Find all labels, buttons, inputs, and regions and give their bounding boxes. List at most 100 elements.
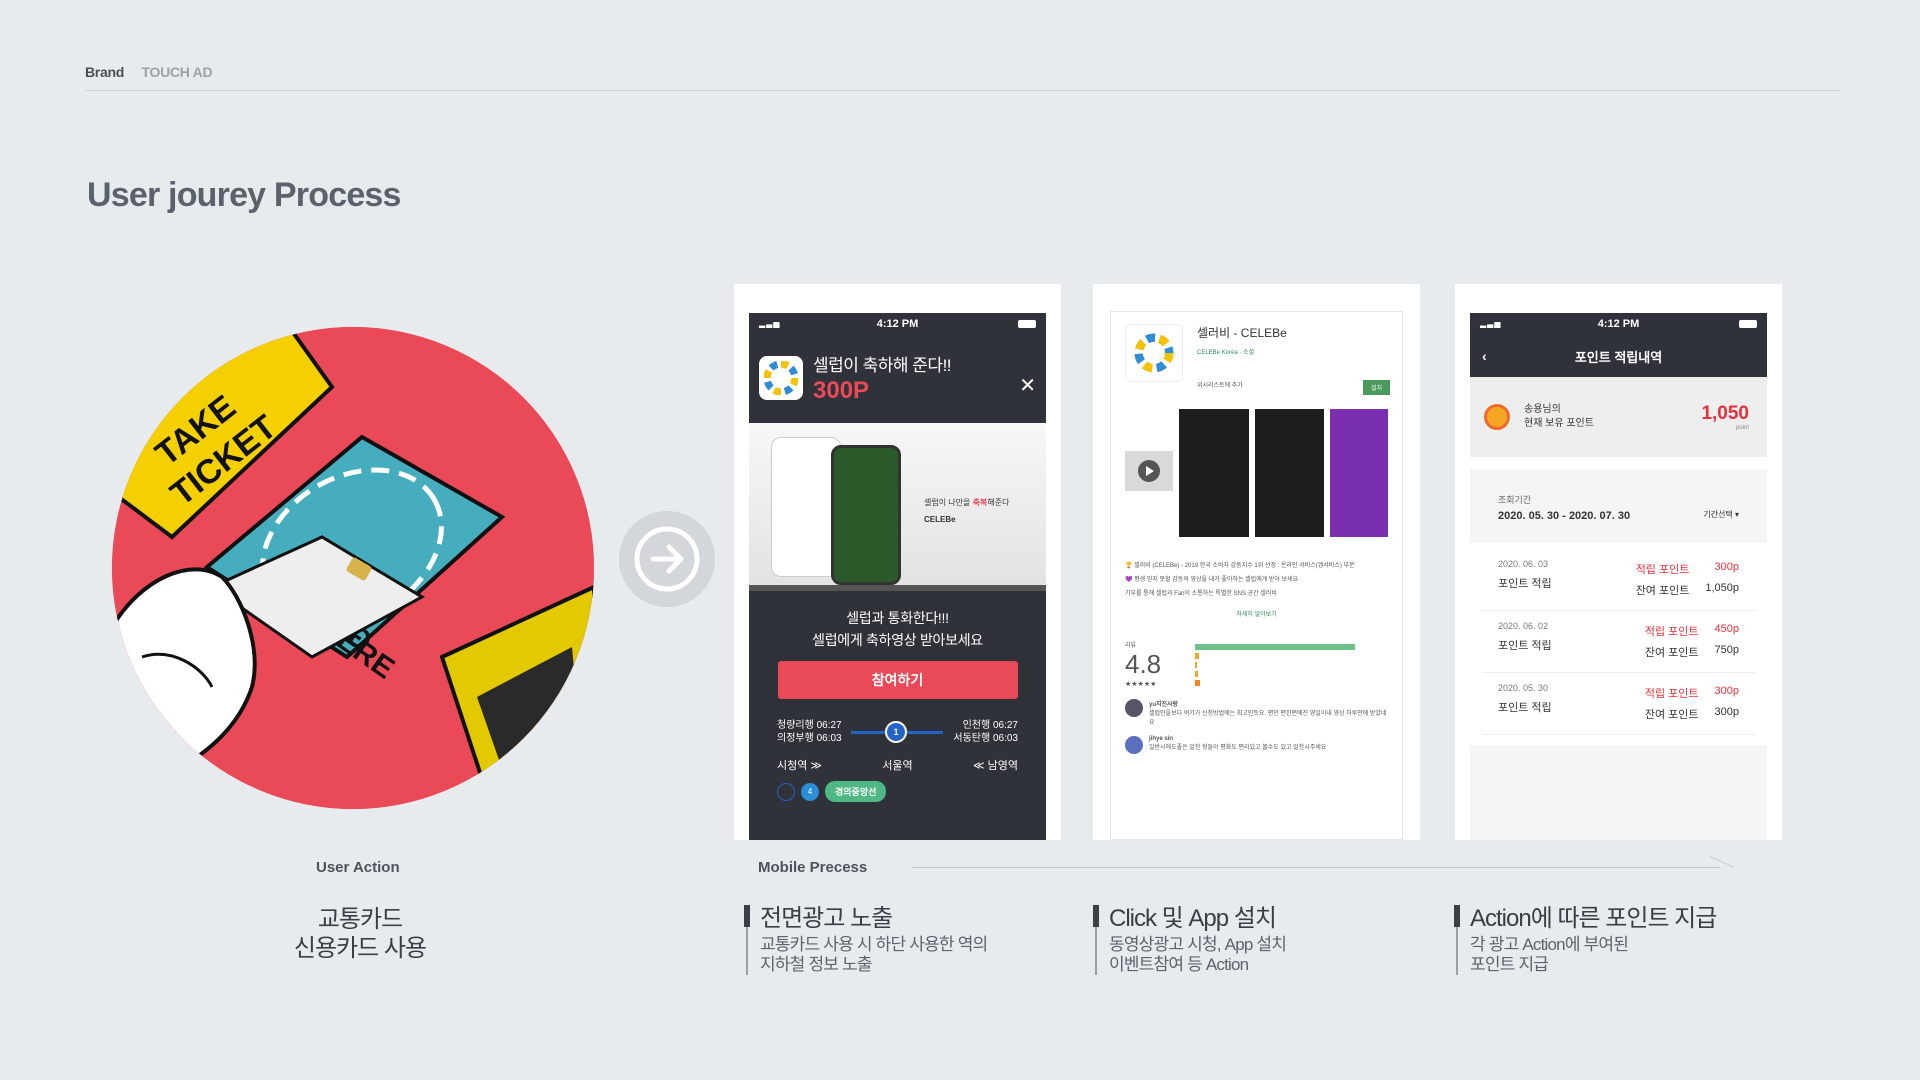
next-station: ≪ 남영역 — [973, 760, 1018, 772]
screenshots — [1111, 401, 1402, 541]
user-action-text: 교통카드 신용카드 사용 — [293, 906, 427, 962]
screenshot-1[interactable] — [1179, 409, 1249, 537]
review-item: yu지진사랑 셀럽인을보다 여기가 신청방법에는 최고인듯요. 편안 편한편에진… — [1111, 689, 1402, 726]
rating-label: 리뷰 — [1125, 643, 1137, 649]
line-chips: 4 경의중앙선 — [777, 781, 887, 802]
store-header: 셀러비 - CELEBe CELEBe Korea · 소셜 위시리스트에 추가… — [1111, 312, 1402, 401]
app-name: 셀러비 - CELEBe — [1197, 326, 1287, 340]
period-value: 2020. 05. 30 - 2020. 07. 30 — [1498, 510, 1631, 522]
close-icon[interactable]: ✕ — [1019, 375, 1036, 397]
rating-block: 리뷰 4.8 ★★★★★ — [1111, 618, 1402, 689]
reviewer-name: jihye sin — [1149, 736, 1174, 742]
status-bar: ▂▃▅ 4:12 PM — [1470, 313, 1767, 335]
line-chip-empty — [777, 782, 795, 801]
review-text: 셀럽인을보다 여기가 신청방법에는 최고인듯요. 편안 편한편에진 영일이내 영… — [1149, 711, 1387, 726]
phone-video-image — [831, 445, 901, 585]
step-ad-exposure: 전면광고 노출 교통카드 사용 시 하단 사용한 역의 지하철 정보 노출 — [743, 905, 988, 975]
timeline-divider — [912, 867, 1720, 868]
avatar — [1125, 736, 1143, 754]
read-more-link[interactable]: 자세히 알아보기 — [1236, 612, 1277, 618]
ad-body: 셀럽과 통화한다!!! 셀럽에게 축하영상 받아보세요 참여하기 — [749, 591, 1046, 699]
brand-name: TOUCH AD — [141, 64, 213, 80]
card-tap-illustration: TAKE TICKET TAP CARD HERE — [112, 327, 594, 809]
card-tap-drawing: TAKE TICKET TAP CARD HERE — [112, 327, 594, 809]
rating-bar-2 — [1195, 671, 1198, 677]
points-title: 포인트 적립내역 — [1574, 349, 1663, 365]
station-row: 시청역 ≫ 서울역 ≪ 남영역 — [777, 757, 1018, 773]
video-brand: CELEBe — [924, 515, 956, 524]
celebe-logo-icon — [759, 356, 803, 400]
ad-points: 300P — [813, 377, 870, 404]
rating-bar-4 — [1195, 653, 1199, 659]
points-screen: ▂▃▅ 4:12 PM ‹ 포인트 적립내역 송용님의 현재 보유 포인트 1,… — [1470, 313, 1767, 840]
summary-label: 송용님의 현재 보유 포인트 — [1524, 404, 1594, 429]
status-bar: ▂▃▅ 4:12 PM — [749, 313, 1046, 335]
points-header: ‹ 포인트 적립내역 — [1470, 335, 1767, 377]
line-chip-4: 4 — [801, 782, 819, 801]
wishlist-link[interactable]: 위시리스트에 추가 — [1197, 383, 1243, 389]
ad-body-line1: 셀럽과 통화한다!!! — [846, 610, 949, 626]
app-description: 🏆 셀러비 (CELEBe) - 2019 한국 소비자 감동지수 1위 선정 … — [1125, 563, 1355, 597]
brand-label: Brand — [85, 64, 124, 80]
rating-value: 4.8 — [1125, 649, 1162, 679]
coin-icon — [1484, 404, 1510, 430]
right-times: 인천행 06:27 서동탄행 06:03 — [953, 720, 1018, 744]
review-text: 일반시에도좋은 알찬 형들이 평화도 편리있고 볼수도 있고 알찬시주세요 — [1149, 745, 1327, 751]
line-number-badge: 1 — [885, 721, 907, 743]
timeline-tip — [1709, 856, 1734, 868]
balance-amount: 1,050 point — [1701, 403, 1749, 431]
brand-bar: Brand TOUCH AD — [85, 64, 1840, 91]
points-panel: ▂▃▅ 4:12 PM ‹ 포인트 적립내역 송용님의 현재 보유 포인트 1,… — [1455, 284, 1782, 840]
subway-info: 청량리행 06:27 의정부행 06:03 1 인천행 06:27 서동탄행 0… — [749, 719, 1046, 839]
video-caption: 셀럽이 나만을 축복해준다 — [924, 498, 1010, 507]
period-select[interactable]: 기간선택 ▾ — [1703, 510, 1739, 519]
app-developer: CELEBe Korea · 소셜 — [1197, 350, 1255, 356]
step-click-install: Click 및 App 설치 동영상광고 시청, App 설치 이벤트참여 등 … — [1092, 905, 1287, 975]
ad-body-line2: 셀럽에게 축하영상 받아보세요 — [812, 632, 983, 648]
status-time: 4:12 PM — [1597, 318, 1640, 330]
mobile-ad-panel: ▂▃▅ 4:12 PM 셀럽이 축하해 준다!! 300P ✕ 셀럽이 나만을 … — [734, 284, 1061, 840]
line-chip-label: 경의중앙선 — [825, 781, 887, 802]
rating-bar-5 — [1195, 644, 1355, 650]
app-store-panel: 셀러비 - CELEBe CELEBe Korea · 소셜 위시리스트에 추가… — [1093, 284, 1420, 840]
install-button[interactable]: 설치 — [1362, 380, 1390, 395]
screenshot-2[interactable] — [1254, 409, 1325, 537]
arrow-right-icon — [619, 511, 715, 607]
rating-bars — [1195, 644, 1355, 689]
signal-icon: ▂▃▅ — [759, 319, 781, 328]
rating-bar-3 — [1195, 662, 1197, 668]
store-screen: 셀러비 - CELEBe CELEBe Korea · 소셜 위시리스트에 추가… — [1110, 311, 1403, 840]
left-times: 청량리행 06:27 의정부행 06:03 — [777, 720, 842, 744]
ad-title: 셀럽이 축하해 준다!! — [813, 356, 952, 375]
ad-header: 셀럽이 축하해 준다!! 300P ✕ — [749, 335, 1046, 423]
battery-icon — [1739, 320, 1757, 328]
user-action-label: User Action — [316, 859, 400, 876]
ad-video[interactable]: 셀럽이 나만을 축복해준다 CELEBe — [749, 423, 1046, 591]
period-label: 조회기간 — [1498, 495, 1532, 505]
battery-icon — [1018, 320, 1036, 328]
prev-station: 시청역 ≫ — [777, 760, 822, 772]
current-station: 서울역 — [882, 760, 913, 772]
rating-stars: ★★★★★ — [1125, 681, 1157, 688]
review-item: jihye sin 일반시에도좋은 알찬 형들이 평화도 편리있고 볼수도 있고… — [1111, 726, 1402, 754]
ad-screen: ▂▃▅ 4:12 PM 셀럽이 축하해 준다!! 300P ✕ 셀럽이 나만을 … — [749, 313, 1046, 840]
back-icon[interactable]: ‹ — [1482, 348, 1487, 364]
video-progress-bar[interactable] — [749, 585, 1046, 591]
signal-icon: ▂▃▅ — [1480, 319, 1502, 328]
phone-mockup-image — [771, 437, 841, 577]
status-time: 4:12 PM — [876, 318, 919, 330]
screenshot-3[interactable] — [1330, 409, 1389, 537]
period-filter: 조회기간 2020. 05. 30 - 2020. 07. 30 기간선택 ▾ — [1470, 457, 1767, 543]
step-point-reward: Action에 따른 포인트 지급 각 광고 Action에 부여된 포인트 지… — [1453, 905, 1717, 975]
avatar — [1125, 699, 1143, 717]
join-button[interactable]: 참여하기 — [777, 661, 1018, 699]
points-summary: 송용님의 현재 보유 포인트 1,050 point — [1470, 377, 1767, 457]
play-video-icon[interactable] — [1125, 451, 1174, 491]
celebe-app-icon — [1125, 324, 1183, 382]
empty-area — [1470, 745, 1767, 840]
reviewer-name: yu지진사랑 — [1149, 702, 1179, 708]
